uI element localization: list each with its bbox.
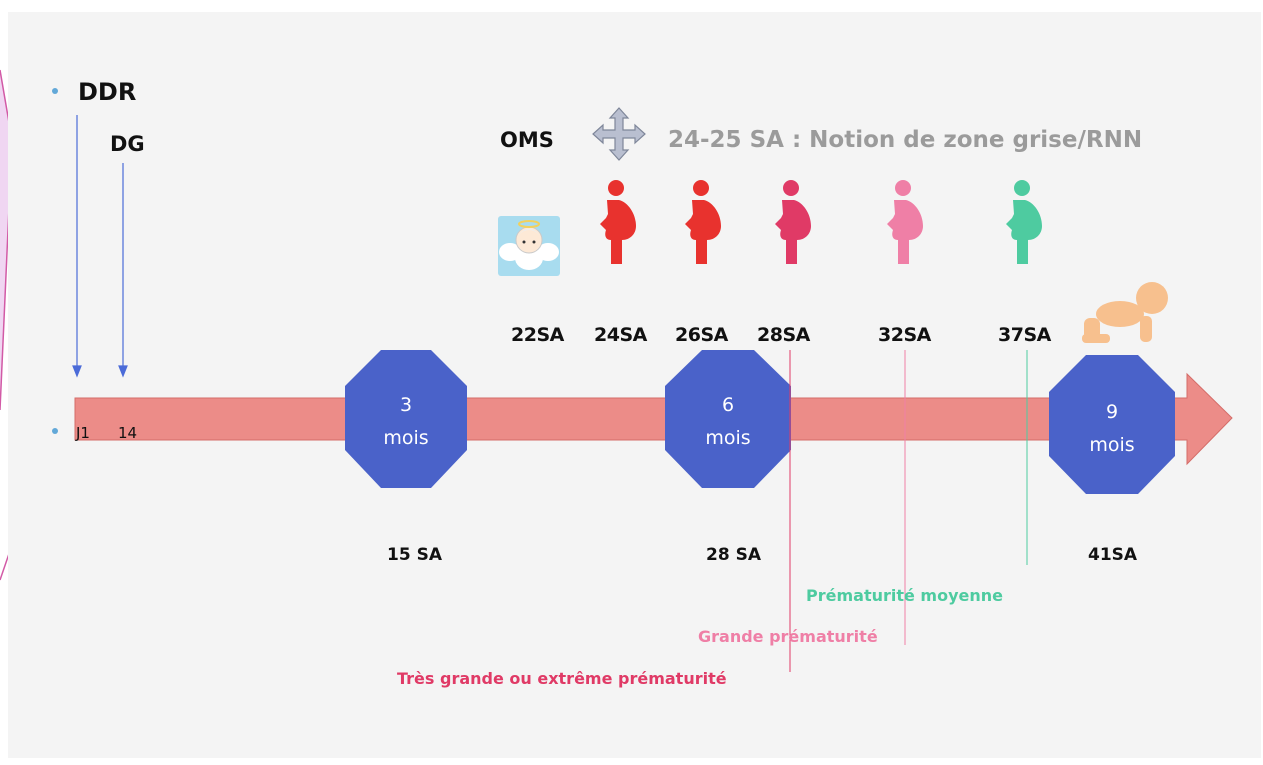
octagon-number: 9 xyxy=(1105,401,1119,423)
ddr-label: DDR xyxy=(78,78,137,106)
milestone-28sa: 28SA xyxy=(757,324,810,346)
zone-grise-text: 24-25 SA : Notion de zone grise/RNN xyxy=(668,127,1143,153)
dg-arrow xyxy=(118,163,128,378)
octagon-9-mois xyxy=(1049,355,1175,494)
octagon-number: 6 xyxy=(721,394,735,416)
pregnant-woman-icon xyxy=(600,180,636,264)
crawling-baby-icon xyxy=(1082,282,1168,343)
bullet-dot xyxy=(52,428,58,434)
sa-9-mois: 41SA xyxy=(1088,545,1138,565)
sa-6-mois: 28 SA xyxy=(706,545,761,565)
octagon-unit: mois xyxy=(1089,434,1135,456)
category-extreme: Très grande ou extrême prématurité xyxy=(397,669,727,688)
timeline-arrow xyxy=(74,372,1233,466)
j1-label: J1 xyxy=(76,424,90,442)
category-grande: Grande prématurité xyxy=(698,627,878,646)
milestone-26sa: 26SA xyxy=(675,324,728,346)
octagon-3-mois xyxy=(345,350,467,488)
milestone-37sa: 37SA xyxy=(998,324,1051,346)
pregnant-woman-icon xyxy=(887,180,923,264)
bullet-dot xyxy=(52,88,58,94)
milestone-22sa: 22SA xyxy=(511,324,564,346)
dg-label: DG xyxy=(110,132,145,156)
octagon-unit: mois xyxy=(705,427,751,449)
pregnant-woman-icon xyxy=(775,180,811,264)
sa-3-mois: 15 SA xyxy=(387,545,442,565)
milestone-24sa: 24SA xyxy=(594,324,647,346)
category-moyenne: Prématurité moyenne xyxy=(806,586,1003,605)
milestone-32sa: 32SA xyxy=(878,324,931,346)
angel-icon xyxy=(498,216,560,276)
oms-label: OMS xyxy=(500,128,554,152)
octagon-number: 3 xyxy=(399,394,413,416)
octagon-6-mois xyxy=(665,350,791,488)
octagon-unit: mois xyxy=(383,427,429,449)
ddr-arrow xyxy=(72,115,82,378)
pregnant-woman-icon xyxy=(1006,180,1042,264)
j14-label: 14 xyxy=(118,424,138,442)
pregnant-woman-icon xyxy=(685,180,721,264)
